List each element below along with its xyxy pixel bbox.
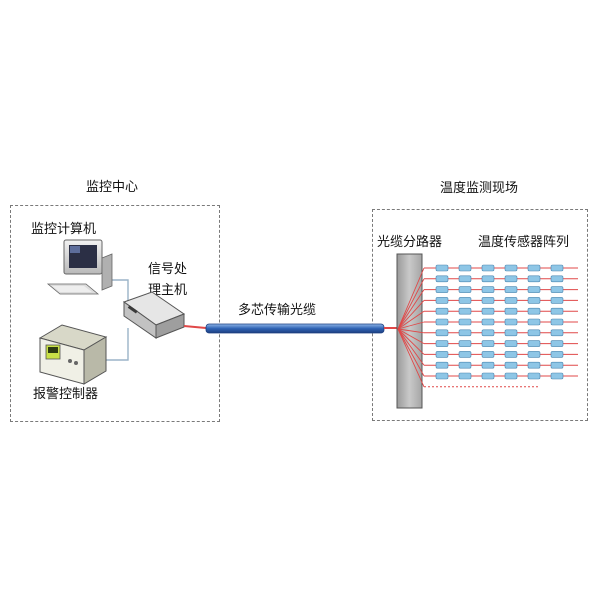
temperature-sensor (435, 372, 449, 380)
temperature-sensor (527, 297, 541, 304)
fan-fiber (397, 278, 425, 330)
temperature-sensor (458, 329, 472, 337)
temperature-sensor (504, 286, 518, 293)
temperature-sensor (481, 361, 495, 369)
fan-fiber (397, 321, 425, 330)
temperature-sensor (527, 351, 541, 358)
temperature-sensor (435, 275, 449, 283)
temperature-sensor (527, 286, 541, 293)
temperature-sensor (458, 286, 472, 293)
fan-fiber (397, 328, 425, 344)
temperature-sensor (435, 307, 449, 315)
temperature-sensor (481, 307, 495, 315)
fan-fiber (397, 310, 425, 330)
temperature-sensor (458, 351, 472, 358)
temperature-sensor (504, 361, 518, 369)
temperature-sensor (527, 275, 541, 283)
temperature-sensor (550, 286, 564, 293)
temperature-sensor (481, 264, 495, 272)
temperature-sensor (435, 297, 449, 304)
temperature-sensor (550, 275, 564, 283)
host-label-line2: 理主机 (148, 283, 188, 298)
control-center-box (10, 205, 220, 422)
alarm-label: 报警控制器 (33, 387, 99, 402)
temperature-sensor (458, 361, 472, 369)
temperature-sensor (504, 264, 518, 272)
temperature-sensor (550, 340, 564, 347)
fan-fiber (397, 328, 425, 366)
temperature-sensor (504, 297, 518, 304)
temperature-sensor (435, 318, 449, 326)
temperature-sensor (504, 307, 518, 315)
temperature-sensor (527, 329, 541, 337)
computer-label: 监控计算机 (31, 222, 97, 237)
temperature-sensor (435, 351, 449, 358)
transmission-cable (183, 323, 398, 334)
temperature-sensor (504, 318, 518, 326)
fan-fiber (397, 289, 425, 330)
temperature-sensor (504, 351, 518, 358)
temperature-sensor (435, 329, 449, 337)
temperature-sensor (435, 264, 449, 272)
temperature-sensor (504, 275, 518, 283)
temperature-sensor (504, 329, 518, 337)
temperature-sensor (481, 372, 495, 380)
temperature-sensor (435, 340, 449, 347)
host-label-line1: 信号处 (148, 262, 188, 277)
fan-fiber (397, 267, 425, 330)
temperature-sensor (527, 307, 541, 315)
temperature-sensor (481, 340, 495, 347)
temperature-sensor (527, 361, 541, 369)
fan-fiber (397, 328, 425, 355)
internal-links (104, 279, 129, 361)
temperature-sensor (481, 351, 495, 358)
temperature-sensor (481, 329, 495, 337)
temperature-sensor (504, 372, 518, 380)
temperature-sensor (435, 286, 449, 293)
temperature-sensor (550, 329, 564, 337)
control-center-title: 监控中心 (86, 180, 139, 195)
alarm-controller-icon (38, 324, 108, 385)
field-site-title: 温度监测现场 (440, 181, 519, 196)
cable-label: 多芯传输光缆 (238, 303, 317, 318)
temperature-sensor (504, 340, 518, 347)
temperature-sensor (458, 372, 472, 380)
temperature-sensor (550, 372, 564, 380)
temperature-sensor (458, 318, 472, 326)
temperature-sensor (458, 297, 472, 304)
computer-icon (46, 239, 113, 295)
splitter-fanout (397, 267, 425, 387)
fan-fiber (397, 300, 425, 330)
fan-fiber (397, 328, 425, 387)
host-device-icon (122, 291, 186, 339)
temperature-sensor (458, 264, 472, 272)
temperature-sensor (527, 372, 541, 380)
temperature-sensor (527, 264, 541, 272)
temperature-sensor (550, 318, 564, 326)
temperature-sensor (550, 351, 564, 358)
temperature-sensor (550, 297, 564, 304)
sensor-array-label: 温度传感器阵列 (478, 235, 570, 250)
temperature-sensor (458, 275, 472, 283)
temperature-sensor (527, 318, 541, 326)
splitter-label: 光缆分路器 (377, 235, 443, 250)
temperature-sensor (481, 318, 495, 326)
temperature-sensor (550, 264, 564, 272)
fan-fiber (397, 328, 425, 377)
temperature-sensor (481, 286, 495, 293)
temperature-sensor (550, 361, 564, 369)
temperature-sensor (458, 340, 472, 347)
temperature-sensor (481, 275, 495, 283)
temperature-sensor (435, 361, 449, 369)
sensor-array (424, 264, 578, 388)
temperature-sensor (550, 307, 564, 315)
temperature-sensor (458, 307, 472, 315)
temperature-sensor (527, 340, 541, 347)
temperature-sensor (481, 297, 495, 304)
fan-fiber (397, 328, 425, 334)
field-site-box (372, 209, 588, 421)
